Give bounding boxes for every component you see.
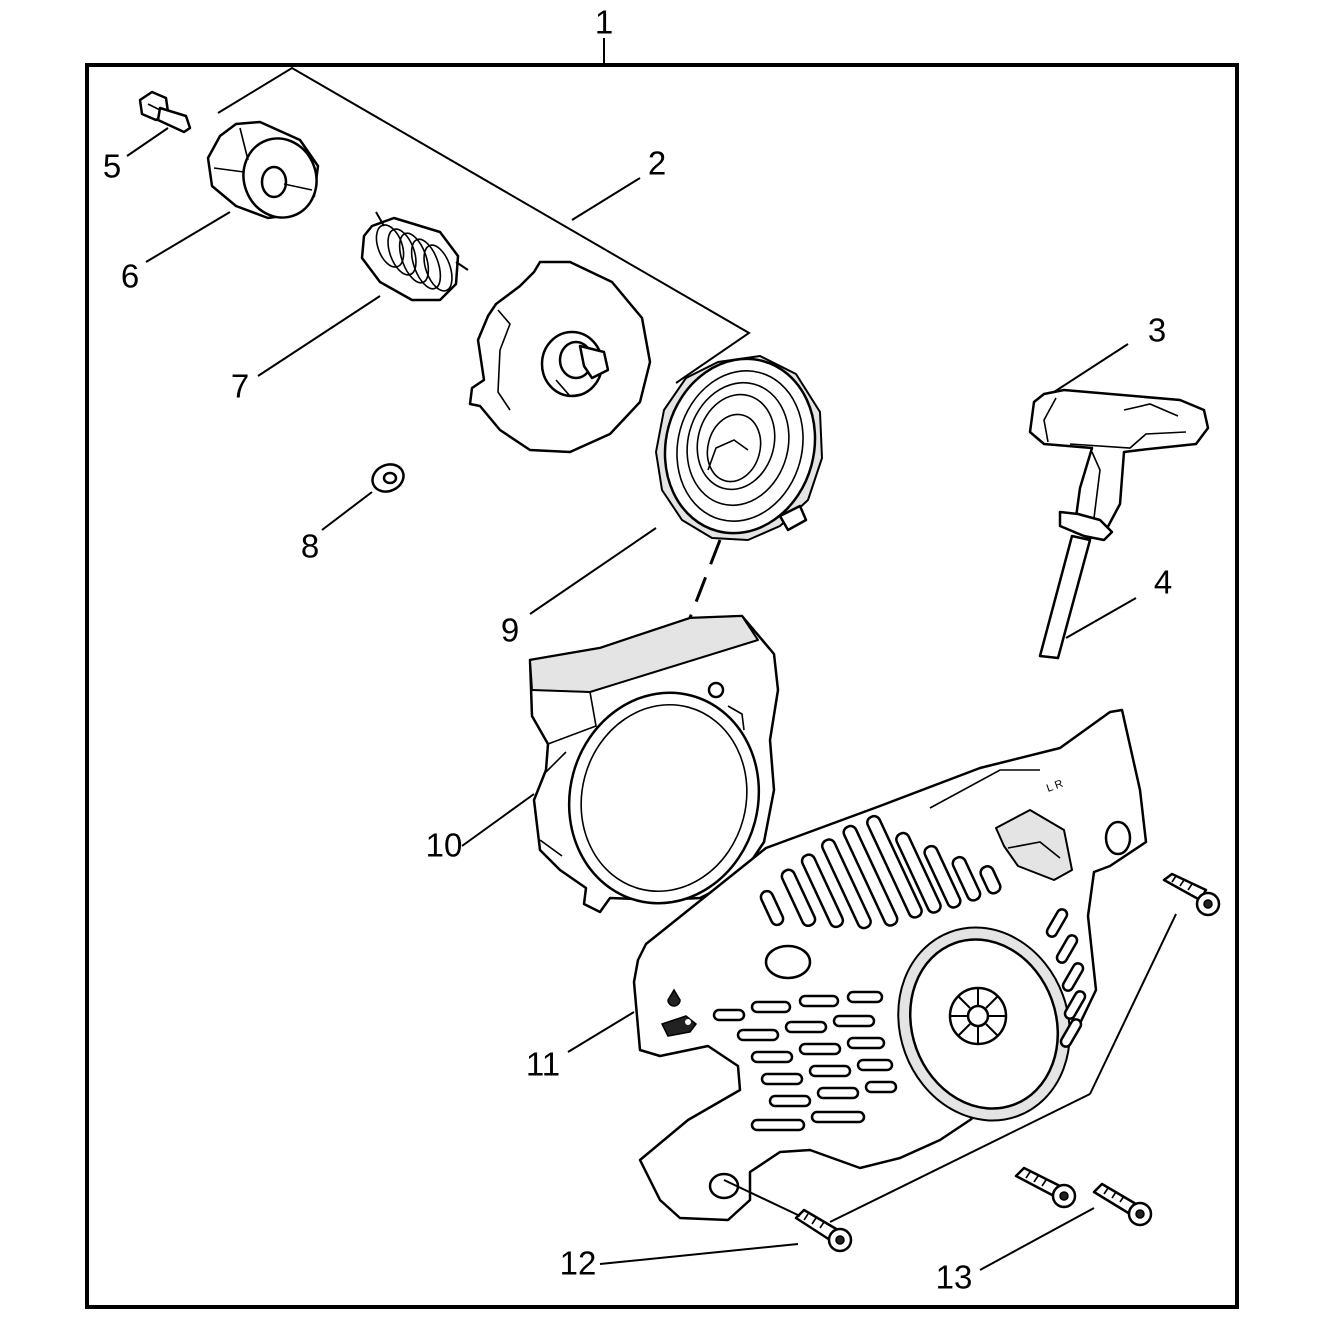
washer-icon bbox=[371, 463, 405, 493]
starter-rope-icon bbox=[1038, 510, 1114, 660]
leader-11 bbox=[567, 1011, 635, 1053]
assembly-frame bbox=[85, 63, 1239, 1309]
recoil-spring-icon bbox=[655, 355, 823, 541]
leader-7 bbox=[257, 295, 381, 377]
attach-line-12a bbox=[1089, 913, 1177, 1095]
leader-9 bbox=[529, 527, 657, 615]
screw-icon bbox=[138, 90, 192, 134]
leader-8 bbox=[321, 491, 373, 531]
cover-hub bbox=[948, 986, 1008, 1046]
attach-line-12b bbox=[829, 1093, 1091, 1223]
starter-cover-icon: L R bbox=[632, 708, 1148, 1222]
cover-upper-vents bbox=[759, 814, 1002, 930]
coil-spring-icon bbox=[360, 211, 469, 302]
pulley-icon bbox=[206, 120, 320, 220]
leader-2 bbox=[571, 177, 641, 221]
leader-13 bbox=[979, 1207, 1095, 1271]
bolt-icon-12a bbox=[1162, 872, 1221, 917]
pulley-plate-icon bbox=[468, 260, 652, 454]
leader-5 bbox=[126, 127, 169, 157]
attach-line-12c bbox=[723, 1179, 801, 1217]
cover-side-vents bbox=[1045, 908, 1087, 1048]
leader-4 bbox=[1065, 597, 1137, 639]
leader-12 bbox=[599, 1243, 799, 1265]
bolt-icon-13b bbox=[1092, 1182, 1153, 1227]
leader-3 bbox=[1053, 343, 1129, 393]
fan-housing-icon bbox=[528, 614, 780, 914]
bolt-icon-12b bbox=[794, 1208, 853, 1253]
kit-2-bracket bbox=[217, 66, 751, 384]
leader-10 bbox=[461, 793, 535, 847]
leader-6 bbox=[145, 211, 231, 263]
starter-handle-icon bbox=[1028, 388, 1210, 540]
cover-marking: L R bbox=[1045, 778, 1065, 795]
bolt-icon-13a bbox=[1014, 1166, 1077, 1209]
cover-lower-vents bbox=[712, 990, 898, 1132]
